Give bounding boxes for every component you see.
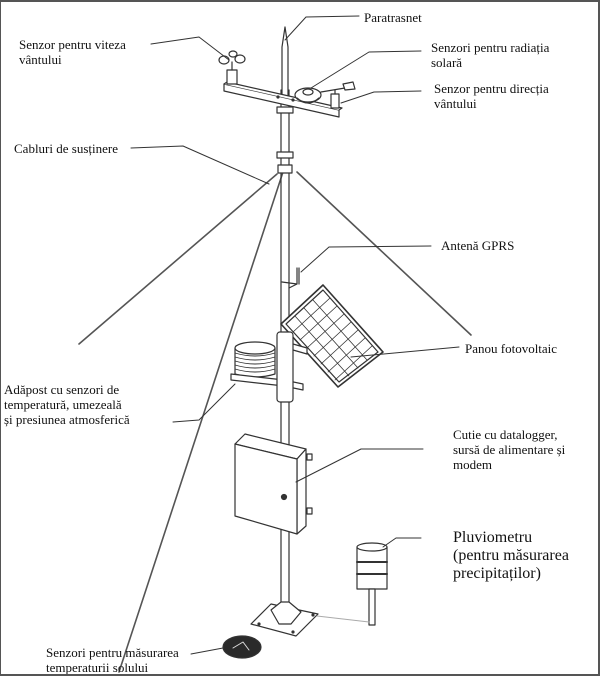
leader-lines bbox=[130, 15, 460, 655]
base-plate bbox=[250, 601, 319, 637]
label-pv-panel: Panou fotovoltaic bbox=[465, 341, 558, 356]
label-lightning-rod: Paratrasnet bbox=[364, 10, 422, 25]
label-datalogger-box: Cutie cu datalogger, sursă de alimentare… bbox=[453, 427, 566, 472]
label-shelter: Adăpost cu senzori de temperatură, umeze… bbox=[4, 382, 130, 427]
solar-radiation-sensor bbox=[294, 87, 322, 104]
label-rain-gauge: Pluviometru (pentru măsurarea precipitaț… bbox=[453, 529, 569, 582]
mast-clamps bbox=[276, 106, 294, 174]
label-wind-direction-sensor: Senzor pentru direcția vântului bbox=[434, 81, 549, 111]
datalogger-box bbox=[234, 433, 313, 535]
gprs-antenna bbox=[281, 267, 300, 289]
rain-gauge bbox=[356, 542, 388, 626]
label-soil-temperature-sensor: Senzori pentru măsurarea temperaturii so… bbox=[46, 645, 179, 675]
label-gprs-antenna: Antenă GPRS bbox=[441, 238, 515, 253]
radiation-shelter bbox=[230, 331, 304, 403]
soil-temperature-sensor bbox=[222, 635, 262, 659]
label-wind-speed-sensor: Senzor pentru viteza vântului bbox=[19, 37, 126, 67]
label-solar-radiation-sensor: Senzori pentru radiația solară bbox=[431, 40, 550, 70]
pv-panel bbox=[280, 284, 384, 388]
wind-direction-sensor bbox=[320, 81, 356, 109]
label-support-cables: Cabluri de susținere bbox=[14, 141, 118, 156]
support-cables bbox=[78, 171, 472, 673]
